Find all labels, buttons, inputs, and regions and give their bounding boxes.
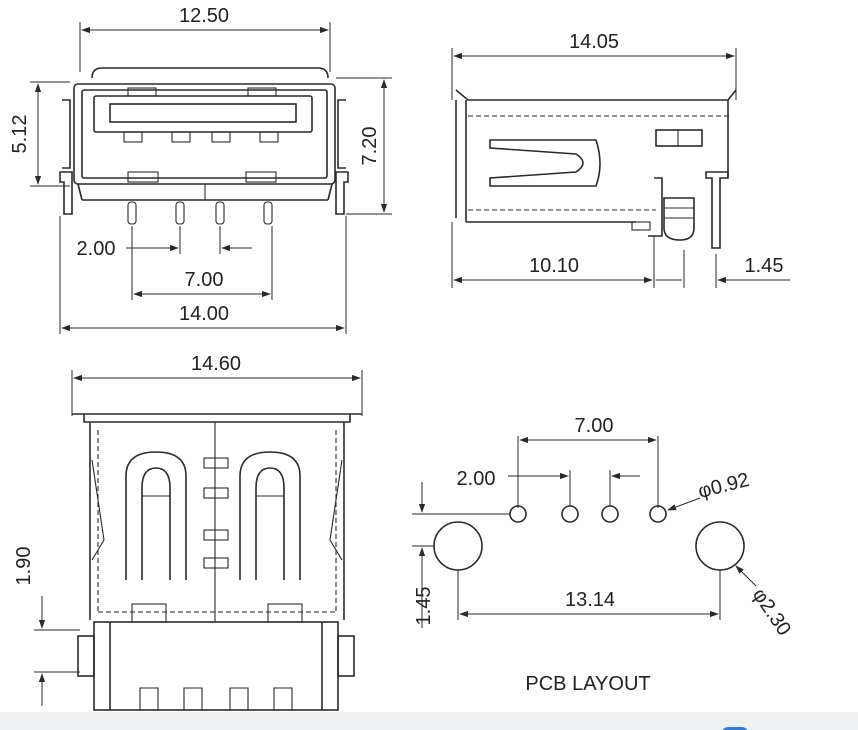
side-spring <box>329 459 343 561</box>
base <box>77 183 83 201</box>
center-contact <box>203 457 229 469</box>
latch <box>127 171 159 183</box>
dim-pin-pitch: 2.00 <box>77 238 116 260</box>
side-tab-left <box>62 99 71 169</box>
rear-leg <box>705 171 729 249</box>
spring-contact <box>489 139 601 187</box>
leader-small-hole <box>667 497 701 511</box>
latch <box>127 87 157 97</box>
side-shell-top <box>455 89 737 101</box>
center-contact <box>203 487 229 499</box>
contact <box>211 131 231 143</box>
pin-slot <box>139 687 159 710</box>
pcb-layout: 7.00 2.00 φ0.92 φ2.30 1.45 13.14 PCB LAY… <box>412 415 795 695</box>
tongue <box>109 103 297 123</box>
dim-pcb-offset: 1.45 <box>413 587 435 626</box>
pin-hole <box>601 505 619 523</box>
dim-pcb-span: 7.00 <box>575 415 614 437</box>
side-tab-right <box>337 99 346 169</box>
dim-height-left: 5.12 <box>9 115 31 154</box>
center-contact <box>203 529 229 541</box>
rear-post <box>648 177 663 237</box>
spring-arch-right <box>255 467 285 580</box>
side-tab-left <box>77 635 95 677</box>
dim-length-total: 14.05 <box>569 31 619 53</box>
foot <box>631 221 651 231</box>
dim-large-hole: φ2.30 <box>748 584 795 639</box>
leader-large-hole <box>735 565 757 587</box>
pin-slot <box>183 687 203 710</box>
contact <box>259 131 279 143</box>
dim-small-hole: φ0.92 <box>696 469 752 503</box>
bottom-flange <box>72 413 362 423</box>
rear-pin <box>663 197 695 241</box>
contact <box>123 131 143 143</box>
side-tab-right <box>337 635 355 677</box>
pin <box>215 201 225 225</box>
bottom-bar <box>0 712 858 730</box>
dim-offset-a: 1.90 <box>13 547 35 586</box>
pin <box>127 201 137 225</box>
latch <box>267 603 303 623</box>
spring-arch-left <box>141 467 171 580</box>
pin-hole <box>561 505 579 523</box>
shell-inner <box>81 89 328 179</box>
latch <box>247 87 277 97</box>
pin <box>263 201 273 225</box>
contact <box>171 131 191 143</box>
mount-leg-left <box>59 171 73 215</box>
dim-width-total: 14.00 <box>179 303 229 325</box>
latch-window <box>655 129 703 147</box>
dim-length-base: 10.10 <box>529 255 579 277</box>
dim-width: 14.60 <box>191 353 241 375</box>
latch <box>245 171 277 183</box>
side-view: 14.05 10.10 1.45 <box>451 31 790 288</box>
pin-slot <box>273 687 293 710</box>
spring-arch-right <box>239 451 301 580</box>
bottom-view: 14.60 1.90 <box>13 353 363 711</box>
scroll-button[interactable] <box>722 727 748 730</box>
dim-tail: 1.45 <box>745 255 784 277</box>
mount-hole-right <box>695 521 745 571</box>
mount-leg-right <box>335 171 349 215</box>
spring-arch-left <box>125 451 187 580</box>
mount-hole-left <box>433 521 483 571</box>
dim-large-span: 13.14 <box>565 589 615 611</box>
pin-slot <box>229 687 249 710</box>
shell-top <box>91 67 329 79</box>
port-opening <box>93 95 313 133</box>
dim-pcb-pitch: 2.00 <box>457 468 496 490</box>
latch <box>131 603 167 623</box>
dim-pin-span: 7.00 <box>185 269 224 291</box>
pin-hole <box>649 505 667 523</box>
center-contact <box>203 557 229 569</box>
dim-width-top: 12.50 <box>179 5 229 27</box>
pin <box>175 201 185 225</box>
front-view: 12.50 5.12 <box>9 5 392 334</box>
side-spring <box>91 459 105 561</box>
pin-hole <box>509 505 527 523</box>
base <box>327 183 333 201</box>
shell-body <box>73 83 336 185</box>
bottom-housing <box>93 621 339 711</box>
pcb-layout-caption: PCB LAYOUT <box>525 673 650 695</box>
dim-height-right: 7.20 <box>359 127 381 166</box>
